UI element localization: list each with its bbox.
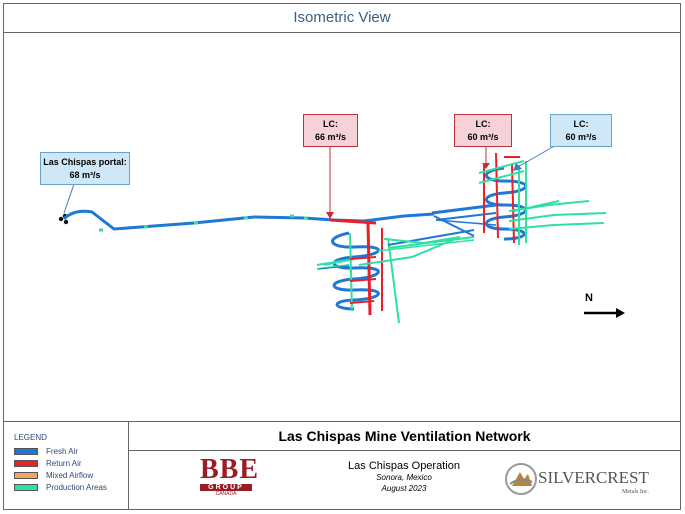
right-ramp-system — [478, 152, 607, 245]
lc-left-callout-label: LC: — [323, 119, 338, 129]
portal-callout-flow: 68 m³/s — [69, 170, 101, 180]
silvercrest-logo: SILVERCREST Metals Inc. — [504, 460, 654, 500]
ventilation-network — [58, 143, 625, 324]
legend: LEGEND Fresh Air Return Air Mixed Airflo… — [4, 422, 129, 510]
legend-label-fresh-air: Fresh Air — [46, 447, 79, 456]
operation-date: August 2023 — [381, 484, 427, 493]
operation-location: Sonora, Mexico — [376, 473, 432, 482]
north-arrowhead — [616, 308, 625, 318]
bbe-logo-country: CANADA — [215, 491, 237, 497]
portal-callout: Las Chispas portal: 68 m³/s — [40, 152, 130, 185]
operation-name: Las Chispas Operation — [348, 460, 460, 472]
legend-item-fresh-air: Fresh Air — [14, 447, 129, 457]
legend-swatch-mixed-airflow — [14, 472, 38, 479]
lc-mid-callout-label: LC: — [475, 119, 491, 129]
lc-right-callout: LC: 60 m³/s — [550, 114, 612, 147]
left-ramp-system — [316, 218, 475, 324]
lc-right-arrowhead — [513, 163, 522, 171]
lc-mid-callout: LC: 60 m³/s — [454, 114, 512, 147]
portal-callout-name: Las Chispas portal: — [43, 157, 127, 167]
legend-item-production-areas: Production Areas — [14, 483, 129, 493]
bbe-logo-group: GROUP — [200, 484, 252, 491]
legend-swatch-production-areas — [14, 484, 38, 491]
lc-left-callout-flow: 66 m³/s — [314, 132, 347, 142]
lc-right-leader-line — [515, 143, 559, 169]
legend-swatch-fresh-air — [14, 448, 38, 455]
diagram-frame — [3, 3, 681, 510]
silvercrest-emblem-icon — [505, 463, 537, 495]
lc-mid-callout-flow: 60 m³/s — [467, 132, 499, 142]
lc-mid-arrowhead — [482, 163, 490, 169]
lc-right-callout-flow: 60 m³/s — [565, 132, 597, 142]
legend-label-production-areas: Production Areas — [46, 483, 107, 492]
operation-info: Las Chispas Operation Sonora, Mexico Aug… — [304, 460, 504, 494]
lc-left-arrowhead — [326, 212, 334, 219]
north-label: N — [585, 292, 593, 304]
legend-label-mixed-airflow: Mixed Airflow — [46, 471, 94, 480]
lc-left-callout: LC: 66 m³/s — [303, 114, 358, 147]
silvercrest-name: SILVERCREST — [538, 468, 649, 487]
title-block: LEGEND Fresh Air Return Air Mixed Airflo… — [4, 421, 680, 510]
legend-label-return-air: Return Air — [46, 459, 82, 468]
legend-title: LEGEND — [14, 433, 47, 442]
bbe-logo: BBE GROUP CANADA — [200, 456, 270, 506]
portal-leader-line — [63, 183, 75, 214]
main-fresh-air-drift — [62, 209, 435, 231]
network-title: Las Chispas Mine Ventilation Network — [129, 422, 680, 451]
legend-item-mixed-airflow: Mixed Airflow — [14, 471, 129, 481]
bbe-logo-letters: BBE — [200, 454, 260, 485]
silvercrest-sub: Metals Inc. — [622, 489, 649, 495]
main-drift-production-marks — [99, 214, 308, 232]
view-title: Isometric View — [4, 4, 680, 33]
lc-right-callout-label: LC: — [573, 119, 589, 129]
legend-item-return-air: Return Air — [14, 459, 129, 469]
legend-swatch-return-air — [14, 460, 38, 467]
